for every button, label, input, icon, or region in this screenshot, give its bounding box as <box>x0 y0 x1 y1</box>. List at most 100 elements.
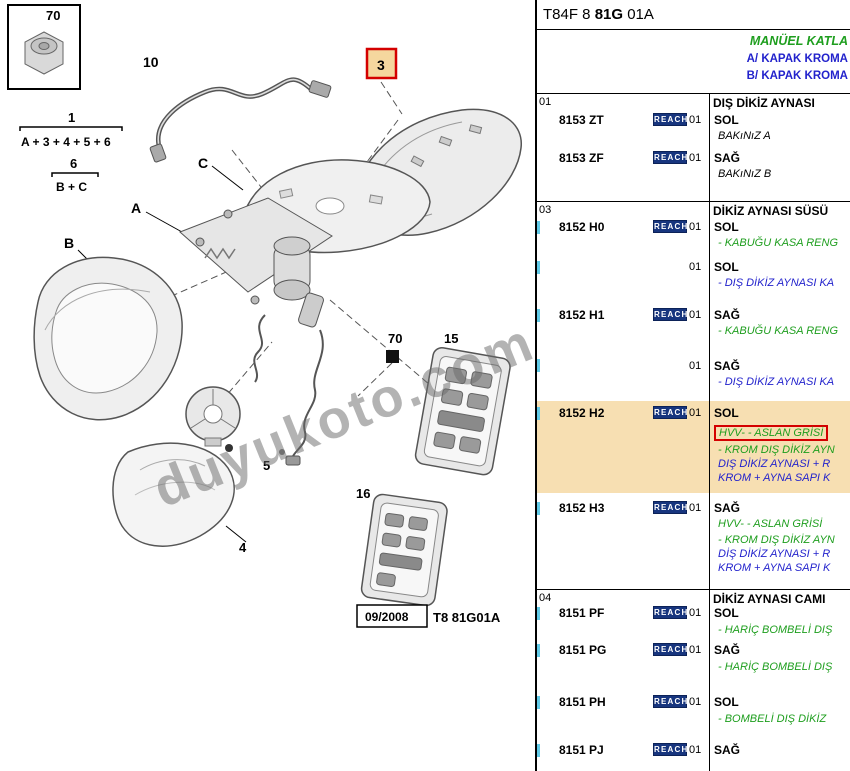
note: - DIŞ DİKİZ AYNASI KA <box>718 376 835 388</box>
highlighted-row-band <box>537 401 850 493</box>
mirror-housing-shape: B <box>33 235 183 421</box>
note-alert-box: HVV- - ASLAN GRİSİ <box>714 425 829 441</box>
row-marker <box>537 607 540 620</box>
note: BAKıNıZ A <box>718 130 771 142</box>
section-ref: 01 <box>539 96 552 108</box>
qty: 01 <box>689 114 702 126</box>
row-marker <box>537 696 540 709</box>
part-number[interactable]: 8152 H1 <box>559 308 605 322</box>
header-note-a: A/ KAPAK KROMA <box>746 53 848 65</box>
side-label: SAĞ <box>714 743 741 757</box>
switch-panel1-label: 15 <box>444 331 458 346</box>
reach-badge[interactable]: REACH <box>653 606 689 619</box>
part-number[interactable]: 8151 PG <box>559 643 607 657</box>
row-marker <box>537 502 540 515</box>
qty: 01 <box>689 309 702 321</box>
glass-label: 4 <box>239 540 247 555</box>
cable-label: 10 <box>143 54 159 70</box>
part-number[interactable]: 8151 PH <box>559 695 606 709</box>
cover-label: C <box>198 155 208 171</box>
part-number[interactable]: 8153 ZF <box>559 151 604 165</box>
side-label: SOL <box>714 606 739 620</box>
part-number[interactable]: 8153 ZT <box>559 113 604 127</box>
catalog-title: T84F 8 81G 01A <box>537 0 850 30</box>
part-number[interactable]: 8151 PF <box>559 606 605 620</box>
grommet-label: 5 <box>263 458 270 473</box>
side-label: SOL <box>714 220 739 234</box>
reach-badge[interactable]: REACH <box>653 151 689 164</box>
mirror-assembly-shape: A <box>131 197 333 383</box>
part-number[interactable]: 8151 PJ <box>559 743 604 757</box>
reach-badge[interactable]: REACH <box>653 501 689 514</box>
nut-inset-label: 70 <box>46 8 60 23</box>
assembly-label: A <box>131 200 141 216</box>
note: - KABUĞU KASA RENG <box>718 325 839 337</box>
drawing-code: T8 81G01A <box>433 610 501 625</box>
reach-badge[interactable]: REACH <box>653 743 689 756</box>
note: - DIŞ DİKİZ AYNASI KA <box>718 277 835 289</box>
note: - HARİÇ BOMBELİ DIŞ <box>718 661 833 673</box>
qty: 01 <box>689 152 702 164</box>
switch-panel-16-shape <box>360 493 448 607</box>
nut-inset: 70 <box>7 4 81 90</box>
note: - KROM DIŞ DİKİZ AYN <box>718 444 835 456</box>
reach-badge[interactable]: REACH <box>653 308 689 321</box>
row-marker <box>537 309 540 322</box>
part-number[interactable]: 8152 H3 <box>559 501 605 515</box>
note: HVV- - ASLAN GRİSİ <box>718 518 823 530</box>
note: KROM + AYNA SAPI K <box>718 472 831 484</box>
row-marker <box>537 407 540 420</box>
qty: 01 <box>689 261 702 273</box>
row-marker <box>537 221 540 234</box>
reach-badge[interactable]: REACH <box>653 113 689 126</box>
row-marker <box>537 261 540 274</box>
exploded-diagram: 70 1 A + 3 + 4 + 5 + 6 6 B + C 10 <box>7 4 535 628</box>
reach-badge[interactable]: REACH <box>653 406 689 419</box>
column-divider <box>709 94 710 771</box>
switch-panel-15-shape <box>414 346 511 476</box>
row-marker <box>537 644 540 657</box>
qty: 01 <box>689 221 702 233</box>
qty: 01 <box>689 744 702 756</box>
part-number[interactable]: 8152 H0 <box>559 220 605 234</box>
side-label: SAĞ <box>714 501 741 515</box>
side-label: SOL <box>714 406 739 420</box>
wire-grommet-shape: 5 <box>263 329 324 473</box>
reach-badge[interactable]: REACH <box>653 643 689 656</box>
section-title: DİKİZ AYNASI SÜSÜ <box>713 204 829 218</box>
side-label: SOL <box>714 260 739 274</box>
cable-10-shape: 10 <box>143 54 332 163</box>
note: BAKıNıZ B <box>718 168 772 180</box>
note: - KROM DIŞ DİKİZ AYN <box>718 534 835 546</box>
parts-table-body: 01 DIŞ DİKİZ AYNASI 8153 ZT REACH 01 SOL… <box>537 93 850 771</box>
note: - BOMBELİ DIŞ DİKİZ <box>718 713 827 725</box>
side-label: SAĞ <box>714 308 741 322</box>
header-note-b: B/ KAPAK KROMA <box>746 70 848 82</box>
side-label: SOL <box>714 113 739 127</box>
assembly-formula-2: 6 B + C <box>51 156 99 194</box>
parts-table-panel: T84F 8 81G 01A MANÜEL KATLA A/ KAPAK KRO… <box>535 0 850 771</box>
nut-label: 70 <box>388 331 402 346</box>
section-divider <box>537 589 850 590</box>
side-label: SAĞ <box>714 359 741 373</box>
note: - KABUĞU KASA RENG <box>718 237 839 249</box>
qty: 01 <box>689 407 702 419</box>
housing-label: B <box>64 235 74 251</box>
reach-badge[interactable]: REACH <box>653 695 689 708</box>
row-marker <box>537 359 540 372</box>
formula1-bottom: A + 3 + 4 + 5 + 6 <box>21 135 111 149</box>
section-ref: 04 <box>539 592 552 604</box>
formula1-top: 1 <box>68 110 75 125</box>
section-ref: 03 <box>539 204 552 216</box>
part-number[interactable]: 8152 H2 <box>559 406 605 420</box>
formula2-top: 6 <box>70 156 77 171</box>
qty: 01 <box>689 696 702 708</box>
note: KROM + AYNA SAPI K <box>718 562 831 574</box>
section-title: DİKİZ AYNASI CAMI <box>713 592 826 606</box>
reach-badge[interactable]: REACH <box>653 220 689 233</box>
qty: 01 <box>689 502 702 514</box>
assembly-formula-1: 1 A + 3 + 4 + 5 + 6 <box>19 110 123 149</box>
section-title: DIŞ DİKİZ AYNASI <box>713 96 815 110</box>
row-marker <box>537 744 540 757</box>
